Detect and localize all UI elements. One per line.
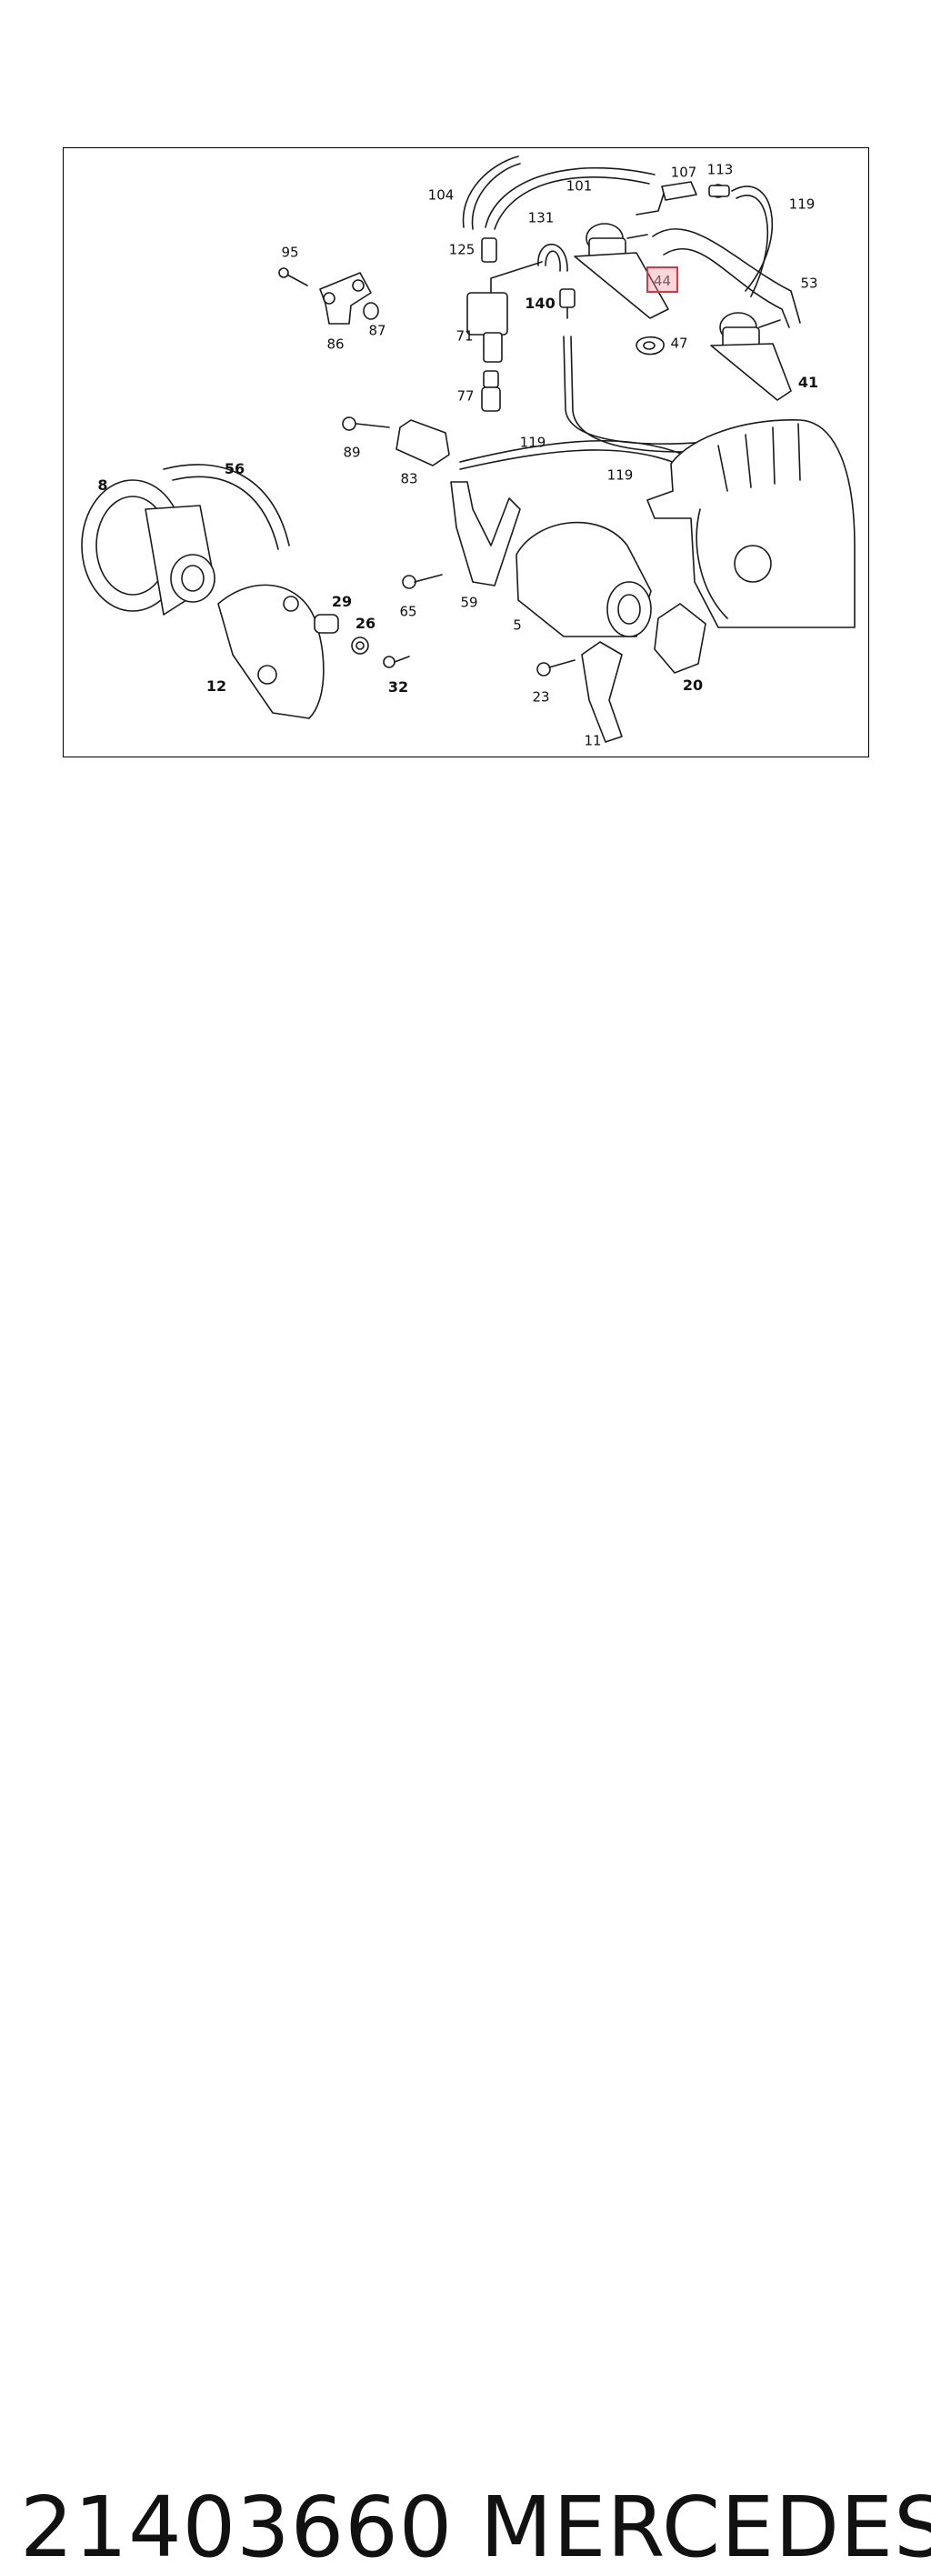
callout-20: 20 [682, 677, 704, 694]
highlighted-part-label: 44 [653, 273, 672, 289]
callout-107: 107 [670, 164, 697, 181]
callout-32: 32 [387, 678, 409, 696]
callout-119-top: 119 [788, 195, 816, 213]
callout-113: 113 [706, 161, 734, 178]
callout-65: 65 [399, 603, 417, 620]
callout-89: 89 [343, 444, 361, 461]
callout-86: 86 [326, 336, 345, 353]
callout-59: 59 [460, 594, 478, 611]
highlighted-part-44: 44 [646, 266, 678, 293]
callout-140: 140 [525, 295, 556, 312]
callout-131: 131 [527, 209, 555, 226]
callout-119-lower: 119 [606, 466, 634, 484]
callout-8: 8 [97, 476, 108, 494]
callout-53: 53 [800, 275, 818, 292]
exploded-parts-drawing [81, 155, 856, 743]
callout-23: 23 [532, 688, 550, 706]
callout-104: 104 [427, 186, 455, 204]
callout-56: 56 [224, 460, 245, 477]
callout-95: 95 [281, 244, 299, 261]
callout-41: 41 [797, 374, 819, 391]
callout-71: 71 [455, 327, 474, 345]
callout-77: 77 [456, 387, 475, 405]
callout-83: 83 [400, 470, 418, 487]
callout-47: 47 [670, 335, 688, 352]
callout-11: 11 [584, 732, 602, 749]
callout-101: 101 [566, 177, 593, 195]
part-number: 21403660 [20, 2479, 454, 2576]
callout-5: 5 [513, 616, 522, 634]
callout-119-middle: 119 [519, 434, 546, 451]
callout-12: 12 [205, 677, 227, 695]
callout-29: 29 [331, 593, 353, 610]
brand-name: MERCEDES [480, 2479, 931, 2576]
caption: 21403660 MERCEDES [0, 1237, 931, 2576]
callout-87: 87 [368, 322, 386, 339]
callout-26: 26 [355, 615, 376, 632]
callout-125: 125 [448, 241, 476, 258]
